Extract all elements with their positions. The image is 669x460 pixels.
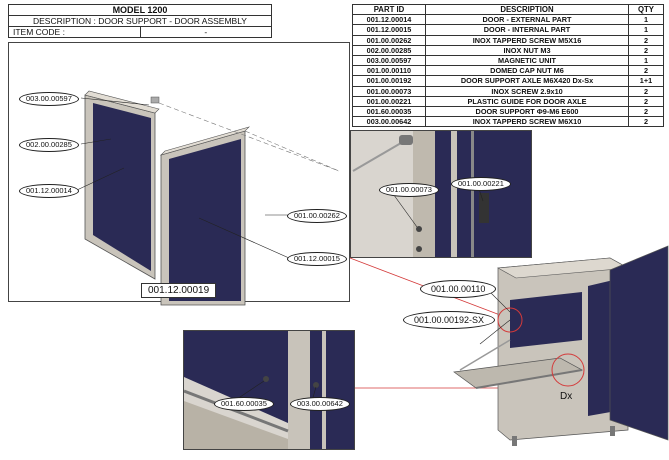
part-description-cell: DOOR SUPPORT Φ9-M6 E600 xyxy=(425,105,629,118)
exploded-view-frame: 003.00.00597 002.00.00285 001.12.00014 0… xyxy=(8,42,350,306)
part-description-cell: INOX SCREW 2.9x10 xyxy=(425,85,629,97)
callout-nut: 002.00.00285 xyxy=(19,138,79,152)
part-qty-cell: 2 xyxy=(628,65,664,77)
callout-plastic-guide: 001.00.00221 xyxy=(451,177,511,191)
header-info-table: MODEL 1200 DESCRIPTION : DOOR SUPPORT - … xyxy=(8,4,272,38)
assembly-code: 001.12.00019 xyxy=(141,283,217,298)
part-description-cell: DOOR - EXTERNAL PART xyxy=(425,14,629,26)
callout-door-support: 001.60.00035 xyxy=(214,397,274,411)
callout-tapperd-screw-m6: 003.00.00642 xyxy=(290,397,350,411)
exploded-door-drawing xyxy=(76,90,340,306)
detail-support-drawing xyxy=(184,331,354,449)
part-qty-cell: 1 xyxy=(628,54,664,67)
item-code-value: - xyxy=(139,26,272,38)
detail-axle-drawing xyxy=(351,131,531,257)
item-code-label: ITEM CODE : xyxy=(13,27,65,37)
callout-domed-cap-nut: 001.00.00110 xyxy=(420,280,497,298)
part-description-cell: DOOR SUPPORT AXLE M6X420 Dx-Sx xyxy=(425,75,629,87)
col-part-id: PART ID xyxy=(352,3,426,16)
part-id-cell: 001.60.00035 xyxy=(352,105,426,118)
part-description-cell: INOX TAPPERD SCREW M5X16 xyxy=(425,34,629,46)
part-qty-cell: 2 xyxy=(628,95,664,107)
part-id-cell: 001.00.00192 xyxy=(352,75,426,87)
machine-drawing xyxy=(349,245,669,446)
part-qty-cell: 2 xyxy=(628,34,664,46)
part-id-cell: 001.00.00262 xyxy=(352,34,426,46)
part-qty-cell: 2 xyxy=(628,116,664,128)
part-id-cell: 001.12.00015 xyxy=(352,24,426,36)
callout-door-internal: 001.12.00015 xyxy=(287,252,347,266)
part-qty-cell: 1 xyxy=(628,14,664,26)
part-qty-cell: 2 xyxy=(628,44,664,56)
detail-door-support: 001.60.00035 003.00.00642 xyxy=(183,330,355,450)
part-id-cell: 001.12.00014 xyxy=(352,14,426,26)
part-id-cell: 001.00.00221 xyxy=(352,95,426,107)
part-id-cell: 001.00.00073 xyxy=(352,85,426,97)
description-row: DESCRIPTION : DOOR SUPPORT - DOOR ASSEMB… xyxy=(8,15,272,27)
part-qty-cell: 1 xyxy=(628,24,664,36)
part-description-cell: PLASTIC GUIDE FOR DOOR AXLE xyxy=(425,95,629,107)
callout-door-support-axle: 001.00.00192-SX xyxy=(403,311,496,329)
side-label-dx: Dx xyxy=(560,391,573,402)
part-qty-cell: 1+1 xyxy=(628,75,664,87)
part-id-cell: 003.00.00597 xyxy=(352,54,426,67)
parts-table-header: PART ID DESCRIPTION QTY xyxy=(352,3,664,16)
item-code-label-cell: ITEM CODE : xyxy=(8,26,141,38)
part-id-cell: 003.00.00642 xyxy=(352,116,426,128)
part-qty-cell: 2 xyxy=(628,85,664,97)
part-id-cell: 002.00.00285 xyxy=(352,44,426,56)
part-description-cell: INOX NUT M3 xyxy=(425,44,629,56)
detail-door-axle: 001.00.00073 001.00.00221 xyxy=(350,130,532,258)
model-title: MODEL 1200 xyxy=(8,4,272,16)
callout-magnetic-unit: 003.00.00597 xyxy=(19,92,79,106)
col-description: DESCRIPTION xyxy=(425,3,629,16)
callout-screw-m5: 001.00.00262 xyxy=(287,209,347,223)
part-qty-cell: 2 xyxy=(628,105,664,118)
part-description-cell: MAGNETIC UNIT xyxy=(425,54,629,67)
description-label: DESCRIPTION : xyxy=(33,16,96,26)
part-description-cell: DOOR - INTERNAL PART xyxy=(425,24,629,36)
part-description-cell: INOX TAPPERD SCREW M6X10 xyxy=(425,116,629,128)
callout-inox-screw: 001.00.00073 xyxy=(379,183,439,197)
description-value: DOOR SUPPORT - DOOR ASSEMBLY xyxy=(98,16,247,26)
callout-door-external: 001.12.00014 xyxy=(19,184,79,198)
col-qty: QTY xyxy=(628,3,664,16)
part-id-cell: 001.00.00110 xyxy=(352,65,426,77)
part-description-cell: DOMED CAP NUT M6 xyxy=(425,65,629,77)
